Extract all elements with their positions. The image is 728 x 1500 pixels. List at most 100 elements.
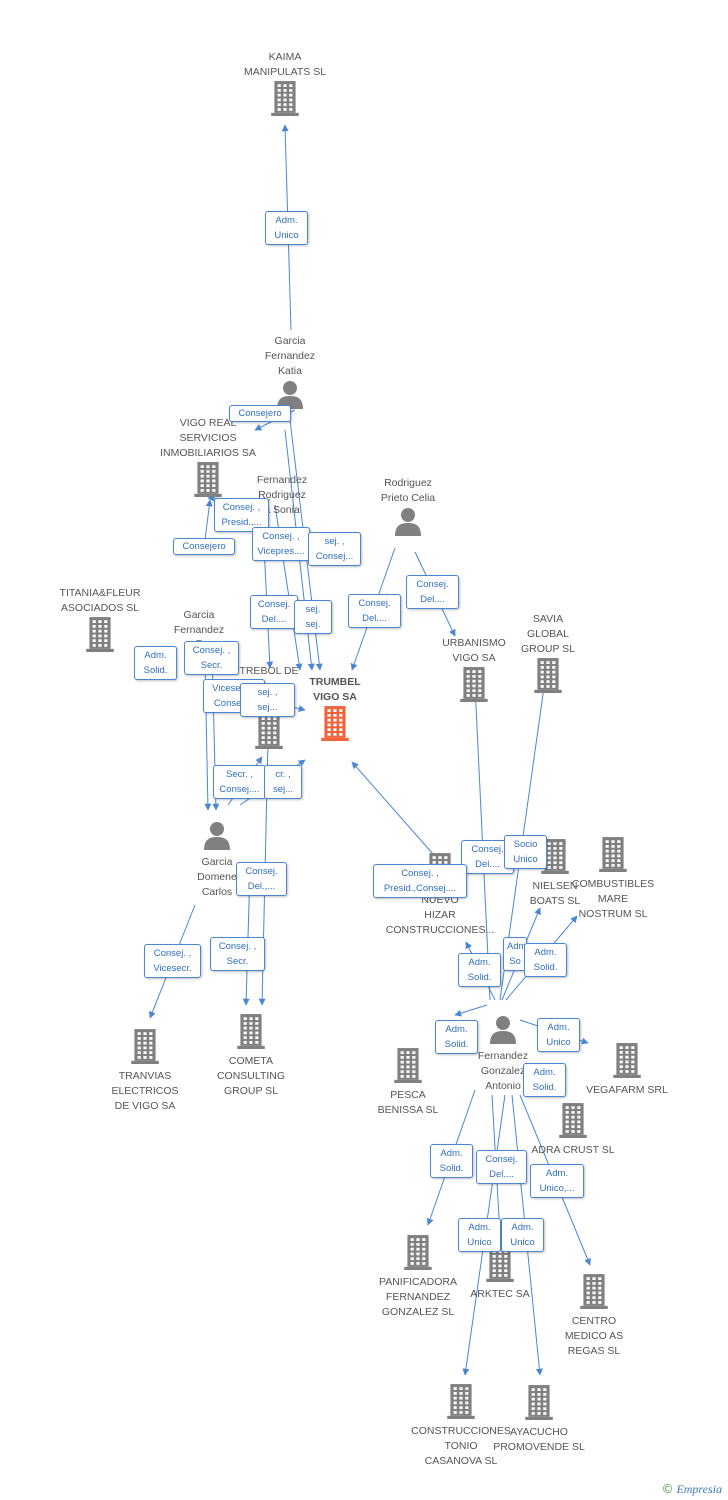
company-node-vigo-real[interactable]: VIGO REAL SERVICIOS INMOBILIARIOS SA xyxy=(148,416,268,502)
building-icon xyxy=(534,1273,654,1314)
relation-badge[interactable]: Consej. , Vicesecr. xyxy=(144,944,201,978)
person-node-katia[interactable]: Garcia Fernandez Katia xyxy=(230,334,350,414)
node-label: VEGAFARM SRL xyxy=(586,1084,668,1096)
company-node-ayacucho[interactable]: AYACUCHO PROMOVENDE SL xyxy=(479,1384,599,1455)
node-label: CENTRO MEDICO AS REGAS SL xyxy=(564,1315,624,1357)
company-node-centro-medico[interactable]: CENTRO MEDICO AS REGAS SL xyxy=(534,1273,654,1359)
node-label: TRANVIAS ELECTRICOS DE VIGO SA xyxy=(111,1070,179,1112)
node-label: Fernandez Gonzalez Antonio xyxy=(477,1050,529,1092)
relation-badge[interactable]: Adm. Solid. xyxy=(524,943,567,977)
person-icon xyxy=(443,1014,563,1049)
company-node-trebol[interactable]: TREBOL DE xyxy=(209,664,329,754)
relation-badge[interactable]: Consej. Del.,... xyxy=(236,862,287,896)
company-node-kaima[interactable]: KAIMA MANIPULATS SL xyxy=(225,50,345,121)
copyright-icon: © xyxy=(661,1482,674,1496)
relation-badge[interactable]: sej. , Consej... xyxy=(308,532,361,566)
node-label: PANIFICADORA FERNANDEZ GONZALEZ SL xyxy=(379,1276,457,1318)
building-icon xyxy=(495,838,615,879)
node-label: TREBOL DE xyxy=(239,665,299,677)
relation-badge[interactable]: Adm. Unico xyxy=(458,1218,501,1252)
building-icon xyxy=(225,80,345,121)
node-label: COMBUSTIBLES MARE NOSTRUM SL xyxy=(571,878,655,920)
company-node-construcciones[interactable]: CONSTRUCCIONES TONIO CASANOVA SL xyxy=(401,1383,521,1469)
node-label: URBANISMO VIGO SA xyxy=(442,637,506,664)
relation-badge[interactable]: Consej. , Secr. xyxy=(184,641,239,675)
relation-badge[interactable]: Adm. Unico xyxy=(501,1218,544,1252)
node-label: NUEVO HIZAR CONSTRUCCIONES... xyxy=(385,894,495,936)
building-icon xyxy=(553,836,673,877)
relation-badge[interactable]: Adm. Unico xyxy=(537,1018,580,1052)
relation-badge[interactable]: Consejero xyxy=(229,405,291,422)
building-icon xyxy=(567,1042,687,1083)
node-label: Rodriguez Prieto Celia xyxy=(380,477,436,504)
relation-badge[interactable]: Adm. So xyxy=(503,937,527,971)
building-icon xyxy=(414,666,534,707)
company-node-pesca[interactable]: PESCA BENISSA SL xyxy=(348,1047,468,1118)
relation-badge[interactable]: Adm. Solid. xyxy=(523,1063,566,1097)
person-node-carlos[interactable]: Garcia Domene Carlos xyxy=(157,820,277,900)
node-label: Garcia Domene Carlos xyxy=(197,856,237,898)
relation-badge[interactable]: Adm. Solid. xyxy=(435,1020,478,1054)
relation-badge[interactable]: Adm. Solid. xyxy=(134,646,177,680)
brand-logo: © Empresia xyxy=(661,1482,722,1497)
building-icon xyxy=(209,713,329,754)
relation-edge xyxy=(204,499,213,541)
person-node-sonia[interactable]: Fernandez Rodriguez a Sonia xyxy=(222,473,342,518)
node-label: TITANIA&FLEUR ASOCIADOS SL xyxy=(59,587,141,614)
company-node-tranvias[interactable]: TRANVIAS ELECTRICOS DE VIGO SA xyxy=(85,1028,205,1114)
building-icon xyxy=(440,1246,560,1287)
company-node-urbanismo[interactable]: URBANISMO VIGO SA xyxy=(414,636,534,707)
node-label: KAIMA MANIPULATS SL xyxy=(243,51,327,78)
node-label: NIELSEN BOATS SL xyxy=(529,880,581,907)
company-node-panificadora[interactable]: PANIFICADORA FERNANDEZ GONZALEZ SL xyxy=(358,1234,478,1320)
building-icon xyxy=(513,1102,633,1143)
building-icon xyxy=(358,1234,478,1275)
relation-badge[interactable]: Adm. Unico,... xyxy=(530,1164,584,1198)
node-label: Fernandez Rodriguez a Sonia xyxy=(256,474,308,516)
relation-badge[interactable]: Consej. Del.... xyxy=(250,595,298,629)
building-icon xyxy=(191,1013,311,1054)
company-node-adra-crust[interactable]: ADRA CRUST SL xyxy=(513,1102,633,1158)
building-icon xyxy=(488,657,608,698)
company-node-trumbel-center[interactable]: TRUMBEL VIGO SA xyxy=(275,675,395,746)
relation-badge[interactable]: Socio Unico xyxy=(504,835,547,869)
relation-badge[interactable]: Consej. , Secr. xyxy=(210,937,265,971)
relation-badge[interactable]: Adm. Solid. xyxy=(430,1144,473,1178)
person-node-celia[interactable]: Rodriguez Prieto Celia xyxy=(348,476,468,541)
building-icon xyxy=(401,1383,521,1424)
node-label: AYACUCHO PROMOVENDE SL xyxy=(493,1426,585,1453)
company-node-vegafarm[interactable]: VEGAFARM SRL xyxy=(567,1042,687,1098)
person-icon xyxy=(157,820,277,855)
relation-badge[interactable]: Adm. Solid. xyxy=(458,953,501,987)
relation-badge[interactable]: Consej. , Vicepres.... xyxy=(252,527,310,561)
company-node-arktec[interactable]: ARKTEC SA xyxy=(440,1246,560,1302)
person-node-antonio[interactable]: Fernandez Gonzalez Antonio xyxy=(443,1014,563,1094)
node-label: ARKTEC SA xyxy=(470,1288,530,1300)
relation-badge[interactable]: sej. sej. xyxy=(294,600,332,634)
node-label: PESCA BENISSA SL xyxy=(377,1089,439,1116)
company-node-combustibles[interactable]: COMBUSTIBLES MARE NOSTRUM SL xyxy=(553,836,673,922)
relation-badge[interactable]: Consej. Del.... xyxy=(348,594,401,628)
relation-badge[interactable]: cr. , sej... xyxy=(264,765,302,799)
node-label: SAVIA GLOBAL GROUP SL xyxy=(520,613,576,655)
relation-badge[interactable]: Consej. Del.... xyxy=(476,1150,527,1184)
company-node-savia[interactable]: SAVIA GLOBAL GROUP SL xyxy=(488,612,608,698)
node-label: TRUMBEL VIGO SA xyxy=(309,676,361,703)
relation-badge[interactable]: Secr. , Consej.... xyxy=(213,765,266,799)
node-label: VIGO REAL SERVICIOS INMOBILIARIOS SA xyxy=(160,417,256,459)
relation-badge[interactable]: Consej. , Presid.,Consej.... xyxy=(373,864,467,898)
company-node-nielsen[interactable]: NIELSEN BOATS SL xyxy=(495,838,615,909)
node-label: CONSTRUCCIONES TONIO CASANOVA SL xyxy=(411,1425,511,1467)
relation-badge[interactable]: Adm. Unico xyxy=(265,211,308,245)
building-icon xyxy=(479,1384,599,1425)
brand-name: Empresia xyxy=(676,1482,722,1496)
node-label: Garcia Fernandez xyxy=(173,609,225,636)
company-node-titania[interactable]: TITANIA&FLEUR ASOCIADOS SL xyxy=(40,586,160,657)
relation-badge[interactable]: Consej. Del.... xyxy=(406,575,459,609)
company-node-cometa[interactable]: COMETA CONSULTING GROUP SL xyxy=(191,1013,311,1099)
relation-edge xyxy=(351,761,441,863)
relation-badge[interactable]: Consejero xyxy=(173,538,235,555)
relation-badge[interactable]: sej. , sej... xyxy=(240,683,295,717)
relation-badge[interactable]: Consej. , Presid.,... xyxy=(214,498,269,532)
